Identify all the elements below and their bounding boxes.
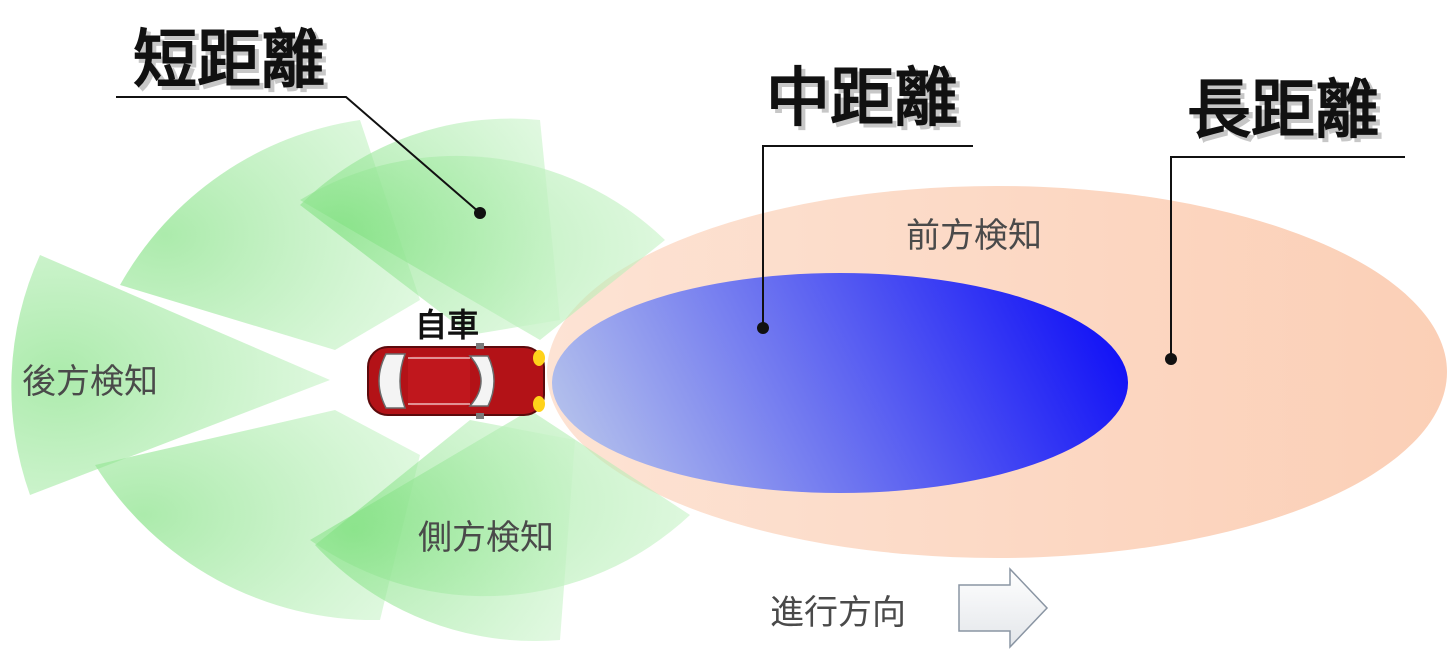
front-detection-label: 前方検知 — [906, 216, 1042, 256]
side-detection-label: 側方検知 — [418, 518, 554, 558]
own-car-label: 自車 — [415, 306, 479, 344]
direction-label: 進行方向 — [770, 593, 906, 633]
rear-detection-label: 後方検知 — [22, 362, 158, 402]
short-range-heading: 短距離 — [133, 24, 325, 98]
long-range-heading: 長距離 — [1187, 74, 1379, 148]
mid-range-zone — [552, 273, 1128, 493]
mid-range-heading: 中距離 — [766, 62, 958, 136]
direction-arrow-icon — [959, 569, 1047, 647]
own-car — [368, 343, 545, 419]
